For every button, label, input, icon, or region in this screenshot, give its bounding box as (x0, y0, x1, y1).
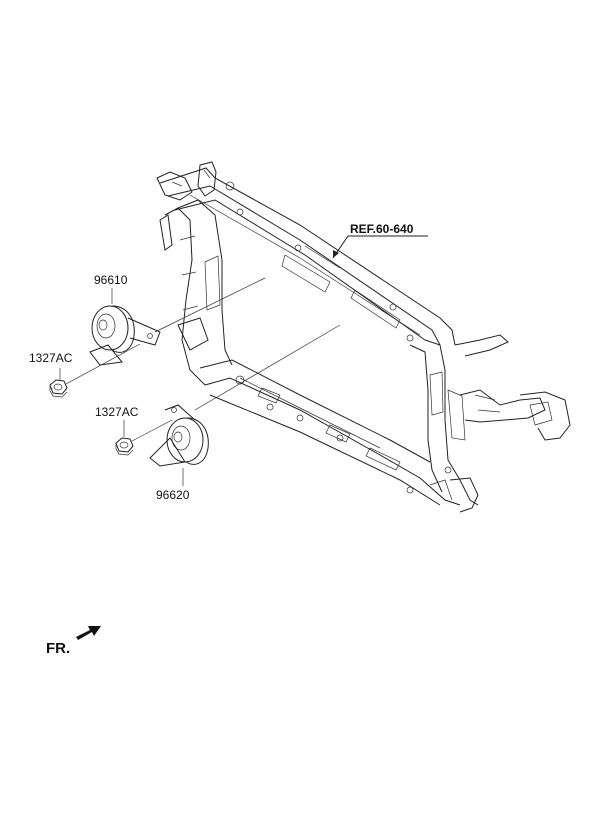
front-arrow-icon (76, 626, 101, 640)
front-direction-label: FR. (46, 640, 71, 657)
nut-lower (115, 437, 134, 456)
front-end-carrier (156, 161, 571, 513)
part-number-horn-upper: 96610 (94, 273, 128, 287)
part-number-horn-lower: 96620 (156, 488, 190, 502)
part-number-nut-upper: 1327AC (29, 351, 73, 365)
ref-label: REF.60-640 (350, 222, 414, 236)
horn-lower (149, 404, 209, 467)
part-number-nut-lower: 1327AC (95, 405, 139, 419)
horn-upper (89, 305, 161, 366)
nut-upper (49, 379, 68, 398)
leader-lines (59, 235, 428, 486)
